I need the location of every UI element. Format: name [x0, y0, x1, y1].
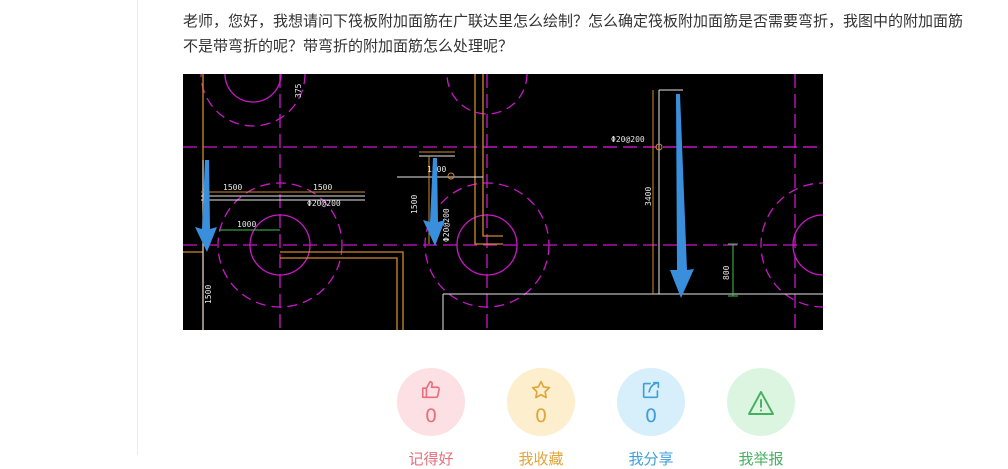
thumbs-up-icon	[421, 380, 440, 399]
share-label[interactable]: 我分享	[628, 450, 674, 468]
rebar-text-top-right: Φ20@200	[611, 135, 645, 144]
dim-text-1000: 1000	[237, 220, 256, 229]
dim-text-1500-vert: 1500	[410, 195, 419, 214]
question-line-2: 不是带弯折的呢？带弯折的附加面筋怎么处理呢？	[183, 37, 514, 55]
dim-text-1500-b: 1500	[313, 183, 332, 192]
dim-text-800: 800	[722, 265, 731, 280]
share-count: 0	[644, 405, 658, 427]
question-line-1: 老师，您好，我想请问下筏板附加面筋在广联达里怎么绘制？怎么确定筏板附加面筋是否需…	[183, 12, 964, 30]
dim-text-1500-a: 1500	[223, 183, 242, 192]
report-circle[interactable]: 0	[727, 368, 795, 436]
favorite-circle[interactable]: 0	[507, 368, 575, 436]
warning-icon	[748, 391, 774, 415]
favorite-action[interactable]: 0 我收藏	[507, 368, 575, 468]
like-action[interactable]: 0 记得好	[397, 368, 465, 468]
report-action[interactable]: 0 我举报	[727, 368, 795, 468]
favorite-label[interactable]: 我收藏	[518, 450, 564, 468]
star-icon	[531, 380, 551, 399]
rebar-text-left: Φ20@200	[307, 199, 341, 208]
share-action[interactable]: 0 我分享	[617, 368, 685, 468]
share-circle[interactable]: 0	[617, 368, 685, 436]
dim-text-375: 375	[294, 83, 303, 98]
cad-drawing-image: Φ20@200 Φ20@200 1500 1500 1000 1500 3400…	[183, 74, 823, 330]
dim-text-3400: 3400	[644, 187, 653, 206]
like-count: 0	[424, 405, 438, 427]
like-label[interactable]: 记得好	[408, 450, 454, 468]
question-text: 老师，您好，我想请问下筏板附加面筋在广联达里怎么绘制？怎么确定筏板附加面筋是否需…	[183, 9, 1008, 59]
content-left-border	[137, 0, 138, 455]
rebar-text-mid: Φ20@200	[442, 208, 451, 242]
share-icon	[642, 381, 660, 399]
dim-text-1500-left-vert: 1500	[204, 285, 213, 304]
like-circle[interactable]: 0	[397, 368, 465, 436]
report-label[interactable]: 我举报	[738, 450, 784, 468]
favorite-count: 0	[534, 405, 548, 427]
